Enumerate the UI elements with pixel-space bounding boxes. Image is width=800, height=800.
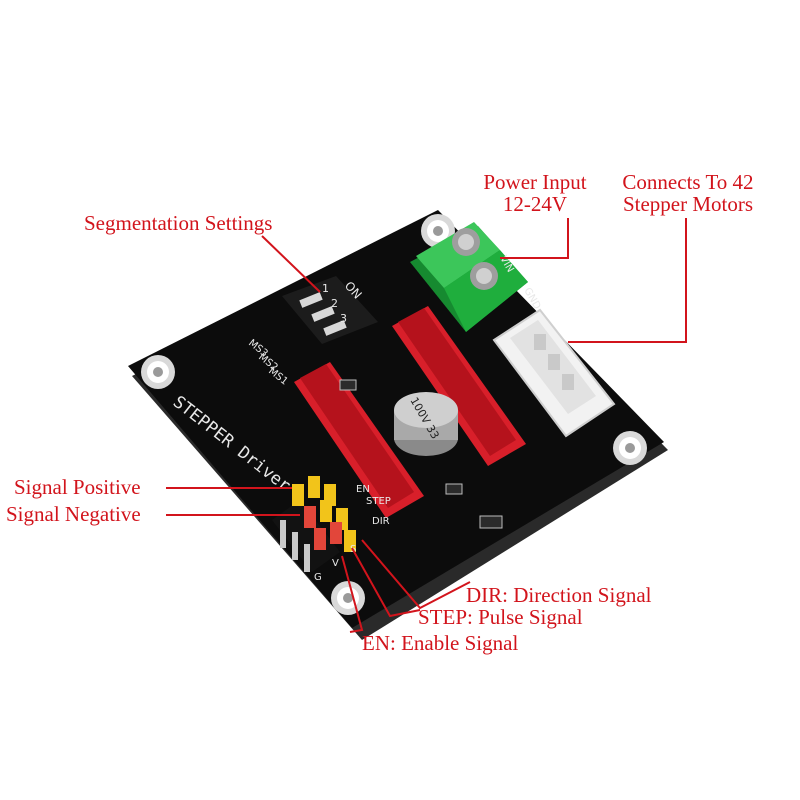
stepper-driver-board: STEPPER Driver ON 1 2 3 MS3 MS2 MS1 VIN … — [128, 210, 668, 640]
motor-connection-line2: Stepper Motors — [622, 192, 754, 216]
segmentation-settings-label: Segmentation Settings — [84, 211, 273, 235]
dip-switch-number: 2 — [331, 297, 338, 310]
mounting-hole — [331, 581, 365, 615]
header-label-en: EN — [356, 484, 370, 495]
pin-label-v: V — [332, 558, 339, 569]
driver-socket-left — [294, 362, 424, 518]
smd-component — [479, 515, 503, 529]
dir-leader-line — [361, 539, 471, 610]
signal-negative-label: Signal Negative — [6, 502, 141, 526]
mounting-hole — [141, 355, 175, 389]
power-screw-terminal — [410, 222, 528, 332]
enable-signal-label: EN: Enable Signal — [362, 631, 519, 655]
motor-connection-label: Connects To 42 Stepper Motors — [606, 171, 770, 215]
signal-positive-label: Signal Positive — [14, 475, 141, 499]
motor-connection-line1: Connects To 42 — [622, 170, 754, 194]
header-label-dir: DIR — [372, 516, 390, 527]
segmentation-leader-line — [261, 235, 321, 293]
power-input-leader-line — [500, 218, 569, 259]
header-label-step: STEP — [366, 496, 391, 507]
power-input-line2: 12-24V — [502, 192, 568, 216]
power-input-line1: Power Input — [483, 170, 587, 194]
smd-component — [339, 379, 357, 391]
motor-connector — [492, 308, 616, 438]
driver-socket-right — [392, 306, 526, 466]
dip-switch-number: 1 — [322, 282, 329, 295]
step-signal-label: STEP: Pulse Signal — [418, 605, 583, 629]
step-leader-line — [351, 547, 421, 618]
dip-switch-number: 3 — [340, 312, 347, 325]
signal-header — [272, 476, 356, 572]
annotation-lines — [166, 218, 687, 633]
en-leader-line — [341, 555, 364, 633]
mounting-hole — [613, 431, 647, 465]
power-input-label: Power Input 12-24V — [472, 171, 598, 215]
motor-leader-line — [568, 218, 687, 343]
dir-signal-label: DIR: Direction Signal — [466, 583, 652, 607]
smd-component — [445, 483, 463, 495]
capacitor: 100V 33 — [394, 392, 458, 456]
pin-label-g: G — [314, 572, 322, 583]
